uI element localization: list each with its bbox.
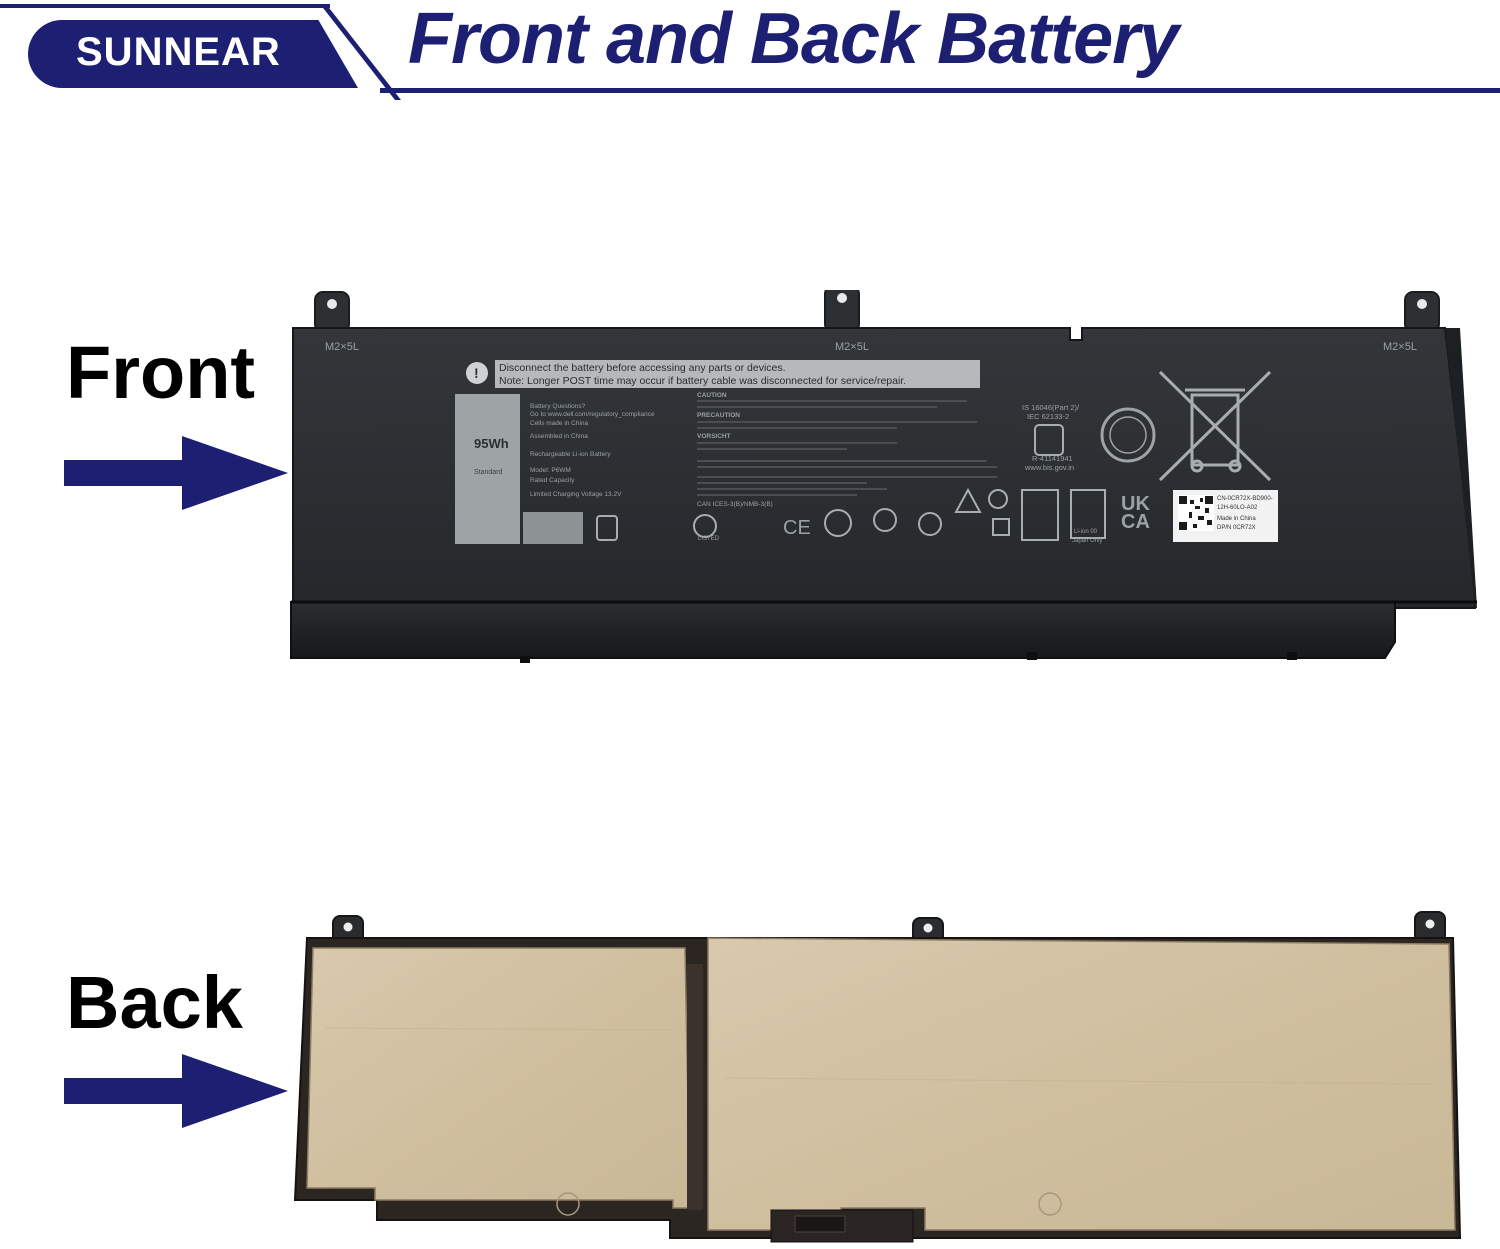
- svg-text:Model: P6WM: Model: P6WM: [530, 467, 571, 474]
- front-battery-photo: M2×5L M2×5L M2×5L ! Disconnect the batte…: [290, 290, 1477, 663]
- front-label: Front: [66, 331, 256, 414]
- bis-text-block: IS 16046(Part 2)/ IEC 62133-2 R-41141941…: [1022, 403, 1080, 472]
- svg-text:R-41141941: R-41141941: [1032, 454, 1073, 463]
- caution-text-block: CAUTION PRECAUTION VORSICHT CAN ICES-3(B…: [697, 392, 997, 508]
- screw-mark: M2×5L: [1383, 341, 1417, 353]
- capacity-sub: Standard: [474, 469, 503, 476]
- foil-panel-right: [707, 937, 1456, 1231]
- svg-text:DP/N 0CR72X: DP/N 0CR72X: [1217, 525, 1256, 531]
- svg-text:www.bis.gov.in: www.bis.gov.in: [1024, 463, 1074, 472]
- back-battery-photo: [293, 911, 1462, 1243]
- svg-text:IS 16046(Part 2)/: IS 16046(Part 2)/: [1022, 403, 1080, 412]
- recycle-bin-crossed-icon: [1158, 370, 1272, 482]
- svg-text:Limited Charging Voltage 13.2V: Limited Charging Voltage 13.2V: [530, 491, 622, 498]
- svg-text:Rated Capacity: Rated Capacity: [530, 477, 575, 484]
- header-underline: [380, 88, 1500, 93]
- back-label: Back: [66, 961, 243, 1044]
- ukca-mark-bottom: CA: [1121, 511, 1150, 533]
- caution-icon: [466, 362, 488, 384]
- svg-text:!: !: [474, 365, 479, 381]
- qr-code-icon: [1178, 495, 1214, 531]
- svg-text:Made in China: Made in China: [1217, 516, 1256, 522]
- li-ion-mark: Li-ion 00: [1074, 529, 1098, 535]
- ce-mark: CE: [783, 517, 811, 539]
- japan-mark: Japan Only: [1072, 538, 1102, 544]
- brand-name: SUNNEAR: [76, 30, 281, 74]
- svg-text:Cells made in China: Cells made in China: [530, 420, 589, 427]
- warning-line-2: Note: Longer POST time may occur if batt…: [499, 375, 906, 387]
- svg-text:IEC 62133-2: IEC 62133-2: [1027, 412, 1069, 421]
- svg-text:CAN ICES-3(B)/NMB-3(B): CAN ICES-3(B)/NMB-3(B): [697, 501, 773, 508]
- page-title: Front and Back Battery: [408, 0, 1179, 79]
- svg-text:CAUTION: CAUTION: [697, 392, 727, 399]
- arrow-right-icon: [64, 436, 288, 510]
- recycle-seal-icon: [1100, 407, 1156, 463]
- compliance-marks: [596, 487, 1106, 541]
- header-banner: SUNNEAR Front and Back Battery: [0, 0, 1500, 100]
- svg-text:PRECAUTION: PRECAUTION: [697, 412, 740, 419]
- screw-mark: M2×5L: [835, 341, 869, 353]
- screw-tab: [314, 290, 1440, 333]
- capacity-value: 95Wh: [474, 436, 509, 451]
- arrow-right-icon: [64, 1054, 288, 1128]
- svg-text:Go to www.dell.com/regulatory_: Go to www.dell.com/regulatory_compliance: [530, 411, 655, 418]
- foil-panel-left: [306, 947, 691, 1209]
- header-rule: [0, 4, 330, 8]
- ukca-mark-top: UK: [1121, 493, 1150, 515]
- ul-listed-mark: LISTED: [698, 536, 720, 542]
- info-text-block: Battery Questions? Go to www.dell.com/re…: [530, 403, 655, 498]
- svg-text:Battery Questions?: Battery Questions?: [530, 403, 586, 410]
- screw-mark: M2×5L: [325, 341, 359, 353]
- warning-strip: ! Disconnect the battery before accessin…: [466, 360, 980, 388]
- svg-text:VORSICHT: VORSICHT: [697, 433, 731, 440]
- brand-badge: [28, 20, 358, 88]
- serial-label-text: CN-0CR72X-BD900- 12H-60LO-A02 Made in Ch…: [1217, 496, 1273, 531]
- svg-text:12H-60LO-A02: 12H-60LO-A02: [1217, 505, 1258, 511]
- svg-text:Assembled in China: Assembled in China: [530, 433, 588, 440]
- svg-text:Rechargeable Li-ion Battery: Rechargeable Li-ion Battery: [530, 451, 611, 458]
- svg-text:CN-0CR72X-BD900-: CN-0CR72X-BD900-: [1217, 496, 1273, 502]
- capacity-panel: [455, 394, 520, 544]
- warning-line-1: Disconnect the battery before accessing …: [499, 362, 786, 374]
